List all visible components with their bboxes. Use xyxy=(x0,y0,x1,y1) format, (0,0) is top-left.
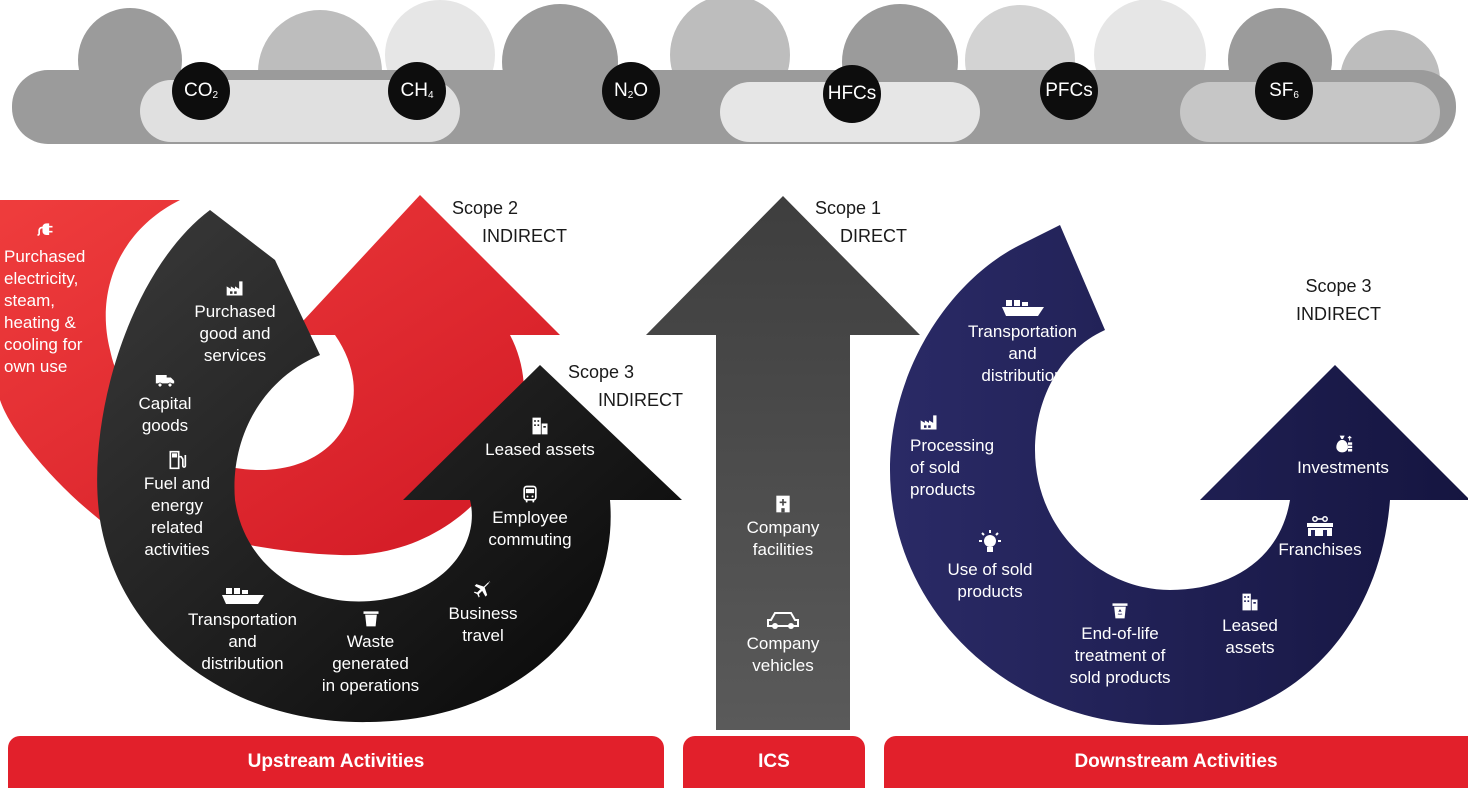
ship-icon xyxy=(221,586,264,606)
scope3-downstream-name: Scope 3 xyxy=(1305,276,1372,296)
downstream-item-label: Processing of sold products xyxy=(910,436,995,499)
plug-icon xyxy=(34,220,56,240)
downstream-item-leased-assets: Leased assets xyxy=(1215,592,1285,659)
upstream-item-leased-assets: Leased assets xyxy=(475,416,605,461)
ship-icon xyxy=(1001,298,1044,318)
downstream-item-investments: Investments xyxy=(1278,434,1408,479)
trash-icon xyxy=(360,608,382,628)
gas-n2o-tail: O xyxy=(633,80,649,101)
scope2-heading: Scope 2 INDIRECT xyxy=(452,194,567,250)
upstream-item-transportation: Transportation and distribution xyxy=(170,586,315,675)
airplane-icon xyxy=(472,580,494,600)
factory-icon xyxy=(918,412,940,432)
upstream-item-business-travel: Business travel xyxy=(428,580,538,647)
gas-sf6-subscript: 6 xyxy=(1293,89,1299,101)
direct-item-facilities: Company facilities xyxy=(728,494,838,561)
gas-ch4-label: CH xyxy=(400,80,428,101)
ics-label: ICS xyxy=(758,751,790,772)
factory-icon xyxy=(224,278,246,298)
downstream-item-use: Use of sold products xyxy=(935,530,1045,603)
downstream-activities-label: Downstream Activities xyxy=(1074,751,1278,772)
gas-pfcs: PFCs xyxy=(1040,62,1098,120)
downstream-item-label: Leased assets xyxy=(1222,616,1278,657)
downstream-activities-bar: Downstream Activities xyxy=(884,736,1468,788)
upstream-activities-label: Upstream Activities xyxy=(247,751,425,772)
buildings-icon xyxy=(1239,592,1261,612)
car-icon xyxy=(766,610,800,630)
gas-ch4-subscript: 4 xyxy=(427,89,434,101)
upstream-item-label: Employee commuting xyxy=(488,508,572,549)
scope2-item-label: Purchased electricity, steam, heating & … xyxy=(4,247,86,376)
gas-co2-label: CO xyxy=(183,80,213,101)
scope3-upstream-type: INDIRECT xyxy=(598,390,683,410)
scope2-name: Scope 2 xyxy=(452,198,519,218)
scope3-upstream-name: Scope 3 xyxy=(568,362,635,382)
direct-item-label: Company facilities xyxy=(746,518,820,559)
scope1-heading: Scope 1 DIRECT xyxy=(815,194,907,250)
building-icon xyxy=(772,494,794,514)
upstream-item-fuel-energy: Fuel and energy related activities xyxy=(122,450,232,561)
bus-icon xyxy=(519,484,541,504)
scope1-name: Scope 1 xyxy=(815,198,882,218)
lightbulb-icon xyxy=(976,530,1004,556)
upstream-item-label: Transportation and distribution xyxy=(188,610,297,673)
downstream-item-label: Use of sold products xyxy=(947,560,1033,601)
downstream-item-end-of-life: End-of-life treatment of sold products xyxy=(1050,600,1190,689)
upstream-item-purchased-goods: Purchased good and services xyxy=(180,278,290,367)
downstream-item-processing: Processing of sold products xyxy=(910,412,1015,501)
upstream-item-label: Capital goods xyxy=(138,394,192,435)
scope3-upstream-arrow xyxy=(97,210,682,723)
upstream-item-label: Business travel xyxy=(448,604,518,645)
storefront-icon xyxy=(1306,516,1334,536)
downstream-item-franchises: Franchises xyxy=(1270,516,1370,561)
scope3-downstream-heading: Scope 3 INDIRECT xyxy=(1296,272,1381,328)
gas-sf6-label: SF xyxy=(1269,80,1294,101)
downstream-item-label: Franchises xyxy=(1278,540,1362,559)
upstream-item-waste: Waste generated in operations xyxy=(298,608,443,697)
downstream-item-transportation: Transportation and distribution xyxy=(950,298,1095,387)
fuel-pump-icon xyxy=(166,450,188,470)
scope1-type: DIRECT xyxy=(840,226,907,246)
cloud-bank xyxy=(12,0,1456,144)
scope1-arrow xyxy=(646,196,920,730)
upstream-item-label: Leased assets xyxy=(485,440,595,459)
upstream-item-label: Waste generated in operations xyxy=(321,632,420,695)
upstream-activities-bar: Upstream Activities xyxy=(8,736,664,788)
downstream-item-label: End-of-life treatment of sold products xyxy=(1069,624,1171,687)
money-bag-icon xyxy=(1332,434,1354,454)
buildings-icon xyxy=(529,416,551,436)
gas-n2o-subscript: 2 xyxy=(627,89,634,101)
gas-n2o-label: N xyxy=(613,80,628,101)
direct-item-vehicles: Company vehicles xyxy=(728,610,838,677)
scope2-type: INDIRECT xyxy=(482,226,567,246)
downstream-item-label: Investments xyxy=(1297,458,1389,477)
direct-item-label: Company vehicles xyxy=(746,634,820,675)
upstream-item-label: Fuel and energy related activities xyxy=(143,474,211,559)
gas-pfcs-label: PFCs xyxy=(1045,80,1093,101)
upstream-item-capital-goods: Capital goods xyxy=(120,370,210,437)
scope3-downstream-type: INDIRECT xyxy=(1296,304,1381,324)
upstream-item-employee-commuting: Employee commuting xyxy=(470,484,590,551)
gas-co2-subscript: 2 xyxy=(212,89,219,101)
gas-hfcs: HFCs xyxy=(823,65,881,123)
downstream-item-label: Transportation and distribution xyxy=(968,322,1077,385)
upstream-item-label: Purchased good and services xyxy=(194,302,276,365)
ics-bar: ICS xyxy=(683,736,865,788)
scope3-downstream-arrow xyxy=(890,225,1468,725)
scope2-item-electricity: Purchased electricity, steam, heating & … xyxy=(4,220,85,378)
gas-hfcs-label: HFCs xyxy=(827,83,877,104)
truck-icon xyxy=(154,370,176,390)
recycle-bin-icon xyxy=(1109,600,1131,620)
scope3-upstream-heading: Scope 3 INDIRECT xyxy=(568,358,683,414)
